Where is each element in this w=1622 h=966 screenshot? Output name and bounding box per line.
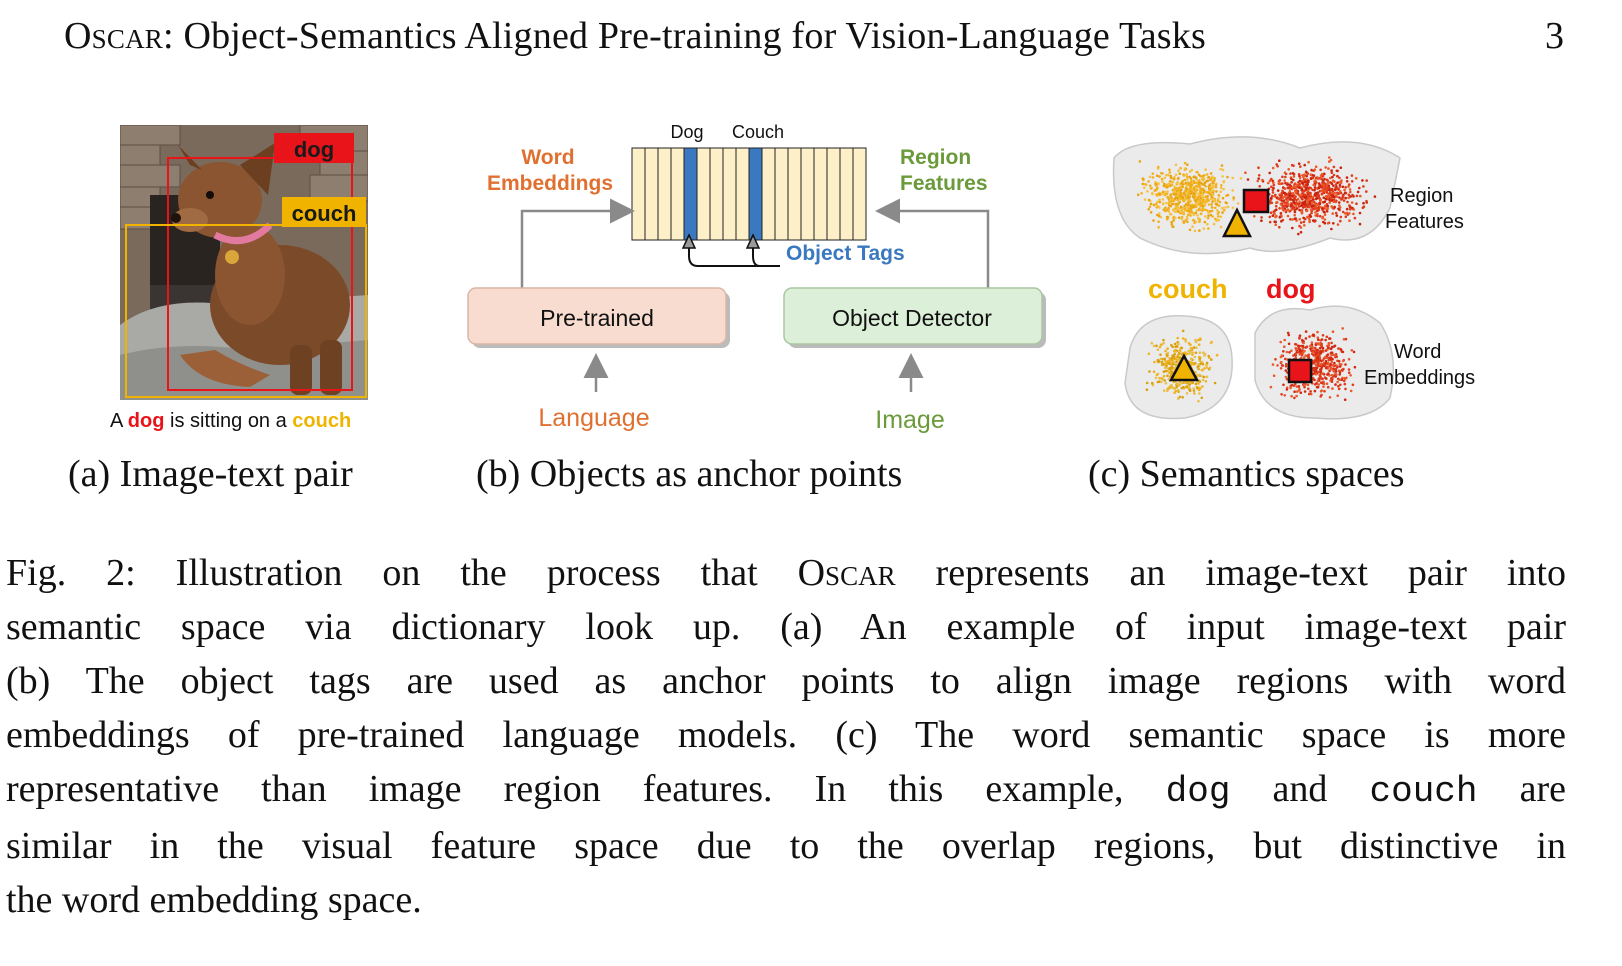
- running-title: Oscar: Object-Semantics Aligned Pre-trai…: [64, 15, 1206, 57]
- caption-line-2: semantic space via dictionary look up. (…: [6, 606, 1566, 648]
- region-features-label-1: Region: [900, 146, 971, 169]
- token-cell: [787, 147, 802, 241]
- token-cell: [722, 147, 737, 241]
- page-number: 3: [1545, 15, 1564, 57]
- dog-tag-label: Dog: [670, 122, 703, 142]
- object-tag-token: [748, 147, 763, 241]
- figure-panel-b: Dog Couch Word Embeddings Region Feature…: [467, 122, 1046, 434]
- caption-line-6: similar in the visual feature space due …: [6, 825, 1566, 867]
- word-embeddings-label-2: Embeddings: [487, 172, 613, 195]
- token-cell: [761, 147, 776, 241]
- couch-tag-label: Couch: [732, 122, 784, 142]
- token-sequence: [631, 147, 867, 241]
- caption-line-4: embeddings of pre-trained language model…: [6, 714, 1566, 756]
- running-header: Oscar: Object-Semantics Aligned Pre-trai…: [64, 14, 1564, 62]
- language-input-label: Language: [538, 404, 649, 432]
- word-embeddings-space-label-2: Embeddings: [1364, 367, 1475, 389]
- token-cell: [735, 147, 750, 241]
- subcaption-a: (a) Image-text pair: [68, 453, 353, 495]
- token-cell: [657, 147, 672, 241]
- subcaption-c: (c) Semantics spaces: [1088, 453, 1405, 495]
- token-cell: [826, 147, 841, 241]
- token-cell: [813, 147, 828, 241]
- pretrained-box: [467, 287, 727, 345]
- token-cell: [696, 147, 711, 241]
- dog-box-label: dog: [294, 137, 334, 162]
- token-cell: [774, 147, 789, 241]
- token-cell: [631, 147, 646, 241]
- region-features-space-label-2: Features: [1385, 211, 1464, 233]
- caption-line-3: (b) The object tags are used as anchor p…: [6, 660, 1566, 702]
- token-cell: [670, 147, 685, 241]
- dog-region-marker: [1242, 188, 1270, 214]
- region-features-scatter: [1136, 156, 1377, 236]
- word-embeddings-space-label-1: Word: [1394, 341, 1441, 363]
- image-input-label: Image: [875, 406, 944, 434]
- couch-space-label: couch: [1148, 274, 1228, 304]
- dog-space-label: dog: [1266, 274, 1315, 304]
- object-detector-box: [783, 287, 1043, 345]
- object-detector-label: Object Detector: [832, 305, 992, 331]
- dog-photo: dog couch: [120, 125, 368, 400]
- region-features-space-label-1: Region: [1390, 185, 1453, 207]
- caption-line-7: the word embedding space.: [6, 879, 422, 921]
- figure-caption: Fig. 2: Illustration on the process that…: [6, 546, 1566, 927]
- object-tags-label: Object Tags: [786, 242, 905, 265]
- region-features-label-2: Features: [900, 172, 988, 195]
- couch-region-marker: [1221, 207, 1253, 238]
- token-cell: [709, 147, 724, 241]
- token-cell: [800, 147, 815, 241]
- token-cell: [839, 147, 854, 241]
- caption-line-1: Fig. 2: Illustration on the process that…: [6, 552, 1566, 594]
- pretrained-label: Pre-trained: [540, 305, 654, 331]
- word-embeddings-label-1: Word: [521, 146, 574, 169]
- caption-line-5: representative than image region feature…: [6, 768, 1566, 812]
- subcaption-b: (b) Objects as anchor points: [476, 453, 903, 495]
- token-cell: [644, 147, 659, 241]
- figure-panel-c: Region Features Word Embeddings couch do…: [1112, 136, 1475, 420]
- object-tag-token: [683, 147, 698, 241]
- token-cell: [852, 147, 867, 241]
- dog-word-marker: [1287, 358, 1313, 384]
- couch-word-marker: [1168, 353, 1200, 382]
- image-text-pair-sentence: A dog is sitting on a couch: [110, 410, 352, 432]
- couch-box-label: couch: [292, 201, 357, 226]
- figure-panel-a: dog couch A dog is sitting on a couch: [110, 120, 400, 450]
